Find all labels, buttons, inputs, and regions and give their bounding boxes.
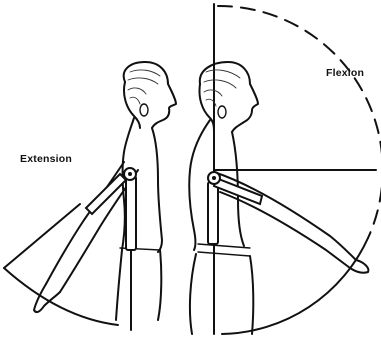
extension-chest — [152, 128, 162, 252]
extension-arc-edge — [4, 204, 80, 268]
extension-label: Extension — [20, 153, 72, 165]
extension-ear — [140, 104, 148, 116]
extension-goniometer-moving-arm — [86, 174, 126, 214]
extension-hand — [34, 284, 60, 312]
flexion-waist — [198, 244, 250, 248]
flexion-arc-lower — [222, 238, 368, 334]
flexion-ear — [218, 106, 226, 118]
flexion-hip — [190, 254, 196, 334]
flexion-figure — [189, 4, 381, 334]
flexion-label: Flexion — [326, 67, 364, 79]
flexion-goniometer-fixed-arm — [208, 182, 218, 244]
flexion-back — [189, 120, 210, 250]
extension-figure — [4, 62, 176, 330]
extension-hip — [116, 250, 122, 320]
extension-goniometer-fixed-arm — [126, 176, 136, 250]
extension-arc — [4, 268, 118, 325]
